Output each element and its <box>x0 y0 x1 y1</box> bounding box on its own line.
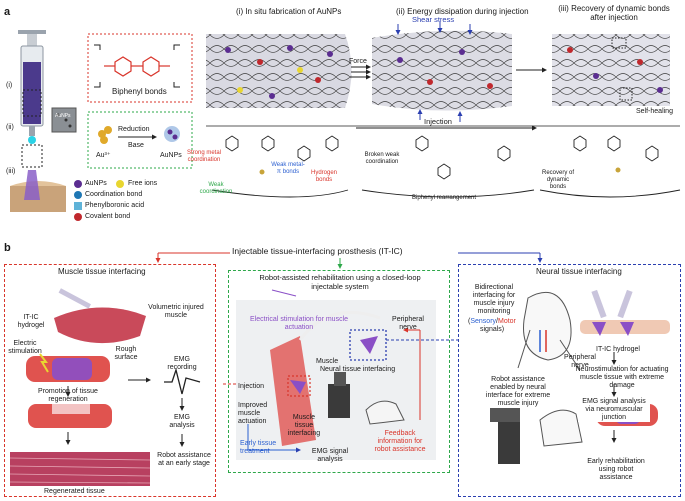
left-itic-label: IT-IC hydrogel <box>17 314 45 329</box>
panel-b-title: Injectable tissue-interfacing prosthesis… <box>232 246 403 256</box>
center-muscle-label: Muscle <box>316 358 339 365</box>
hydrogen-bonds-label: Hydrogen bonds <box>310 170 337 183</box>
network-stage-3 <box>552 34 670 106</box>
recovery-dynamic-label: Recovery of dynamic bonds <box>541 170 574 190</box>
right-illustrations <box>490 289 670 464</box>
free-ions-swatch <box>116 180 124 188</box>
signal-types-label: (Sensory/Motor <box>468 318 516 326</box>
center-title: Robot-assisted rehabilitation using a cl… <box>259 273 421 291</box>
right-title: Neural tissue interfacing <box>536 267 622 276</box>
panel-a-letter: a <box>4 6 11 18</box>
early-treatment-label: Early tissue treatment <box>240 440 277 455</box>
covalent-swatch <box>74 213 82 221</box>
left-panel-box <box>4 264 216 497</box>
center-peripheral-label: Peripheral nerve <box>392 316 424 331</box>
open-paren: ( <box>468 318 471 325</box>
center-panel-box <box>228 270 450 473</box>
aunps-inset-label: AuNPs <box>55 113 71 119</box>
bidirectional-label: Bidirectional interfacing for muscle inj… <box>472 284 516 315</box>
sensory-label: Sensory <box>470 318 497 325</box>
electric-stim-label: Electric stimulation <box>8 340 42 355</box>
legend-covalent: Covalent bond <box>85 213 131 220</box>
broken-weak-label: Broken weak coordination <box>364 152 400 165</box>
weak-coord-label: Weak coordination <box>199 182 233 195</box>
emg-recording-label: EMG recording <box>167 356 197 371</box>
aunps-small-label: AuNPs <box>160 152 182 159</box>
network-stage-2 <box>372 30 512 111</box>
right-itic-label: IT-IC hydrogel <box>596 346 640 353</box>
strong-metal-label: Strong metal coordination <box>186 150 222 163</box>
legend-coordination: Coordination bond <box>85 191 143 198</box>
chemistry-structures <box>211 135 681 198</box>
center-neural-label: Neural tissue interfacing <box>320 366 396 373</box>
aunps-inset-photo <box>51 107 77 133</box>
robot-neural-label: Robot assistance enabled by neural inter… <box>485 376 551 407</box>
shear-stress-label: Shear stress <box>412 15 455 24</box>
particles <box>225 45 663 99</box>
phenylboronic-swatch <box>74 202 82 210</box>
biphenyl-structure <box>104 56 170 77</box>
biphenyl-label: Biphenyl bonds <box>112 87 167 96</box>
rough-surface-label: Rough surface <box>114 346 138 361</box>
motor-label: Motor <box>497 318 516 325</box>
stage-1-title: (i) In situ fabrication of AuNPs <box>236 7 342 16</box>
syringe-marker-1: (i) <box>6 82 13 89</box>
syringe-marker-2: (ii) <box>6 124 14 131</box>
robot-assistance-label: Robot assistance at an early stage <box>157 452 211 467</box>
electrical-stim-label: Electrical stimulation for muscle actuat… <box>249 316 349 331</box>
right-peripheral-label: Peripheral nerve <box>564 354 596 369</box>
coordination-swatch <box>74 191 82 199</box>
feedback-label: Feedback information for robot assistanc… <box>374 430 426 453</box>
legend-aunps: AuNPs <box>85 180 107 187</box>
muscle-interfacing-label: Muscle tissue interfacing <box>287 414 321 437</box>
legend-phenylboronic: Phenylboronic acid <box>85 202 145 209</box>
force-label: Force <box>349 58 367 65</box>
regenerated-label: Regenerated tissue <box>44 488 105 495</box>
left-title: Muscle tissue interfacing <box>58 267 146 276</box>
emg-analysis-label: EMG analysis <box>169 414 195 429</box>
injection-label-a: Injection <box>424 117 452 126</box>
legend-free-ions: Free ions <box>128 180 158 187</box>
center-illustrations <box>236 289 436 460</box>
neurostim-label: Neurostimulation for actuating muscle ti… <box>575 366 669 389</box>
right-panel-box <box>458 264 681 497</box>
volumetric-label: Volumetric injured muscle <box>148 304 204 319</box>
biphenyl-rearrangement-label: Biphenyl rearrangement <box>412 195 477 201</box>
au-ion-label: Au³⁺ <box>96 152 111 159</box>
panel-b-letter: b <box>4 242 11 254</box>
reduction-label: Reduction <box>118 126 150 133</box>
emg-nmj-label: EMG signal analysis via neuromuscular ju… <box>578 398 650 422</box>
center-injection-label: Injection <box>238 383 265 390</box>
early-rehab-label: Early rehabilitation using robot assista… <box>587 458 645 481</box>
slash: / <box>496 318 498 325</box>
base-label: Base <box>128 142 144 149</box>
emg-signal-label: EMG signal analysis <box>311 448 349 463</box>
syringe-illustration <box>10 30 66 212</box>
syringe-marker-3: (iii) <box>6 168 16 175</box>
left-illustrations <box>9 288 201 486</box>
weak-metal-pi-label: Weak metal-π bonds <box>271 162 305 175</box>
promotion-label: Promotion of tissue regeneration <box>38 388 98 403</box>
signals-label: signals) <box>480 326 505 333</box>
improved-label: Improved muscle actuation <box>238 402 268 425</box>
aunps-legend-swatch <box>74 180 82 188</box>
stage-2-title: (ii) Energy dissipation during injection <box>396 7 529 16</box>
self-healing-label: Self-healing <box>636 108 673 115</box>
stage-3-title: (iii) Recovery of dynamic bonds after in… <box>558 4 670 22</box>
network-stage-1 <box>206 34 352 108</box>
